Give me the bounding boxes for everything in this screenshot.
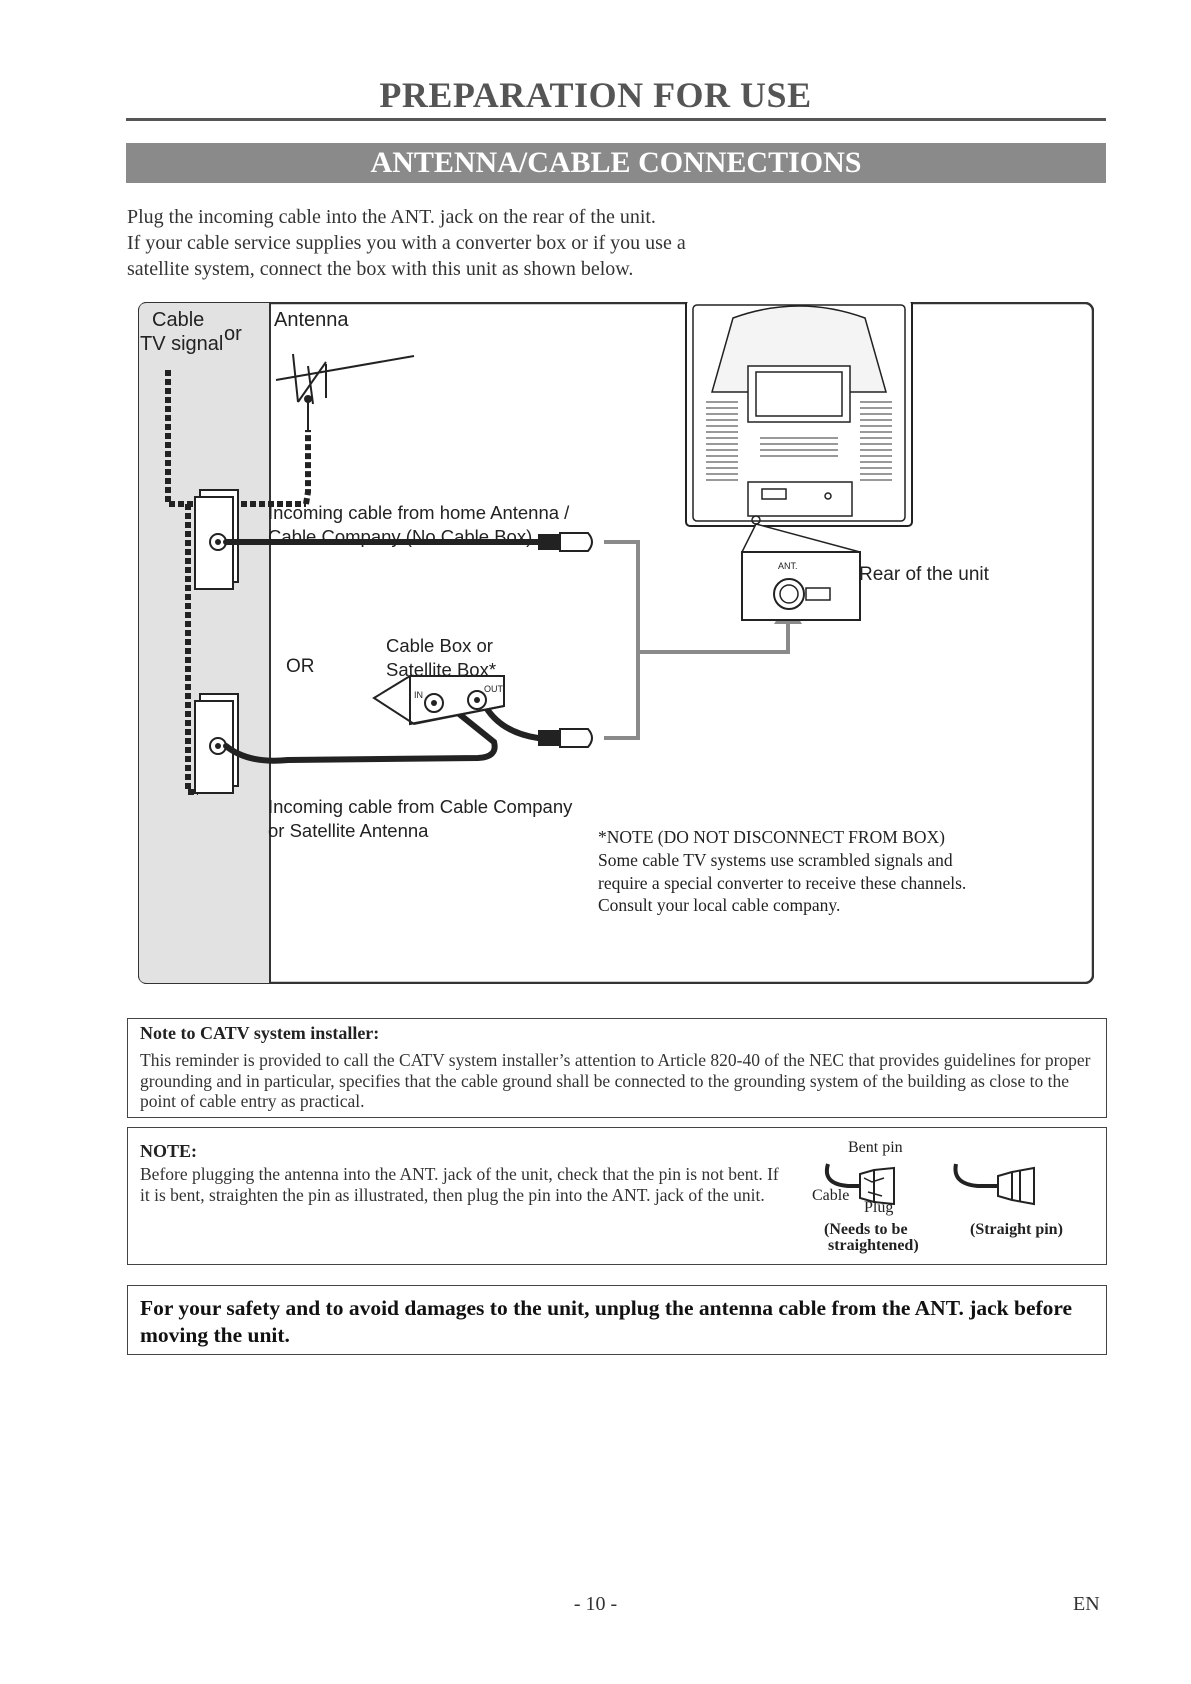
- cable-plug-top: [538, 532, 593, 552]
- page-number: - 10 -: [573, 1593, 618, 1615]
- connection-diagram: Cable TV signal or Antenna Incoming cabl…: [138, 302, 1094, 984]
- safety-warning-text: For your safety and to avoid damages to …: [140, 1296, 1073, 1347]
- scrambled-note-line: *NOTE (DO NOT DISCONNECT FROM BOX): [598, 827, 945, 847]
- cable-box-label-1: Cable Box or: [386, 635, 493, 656]
- or-small-label: or: [224, 323, 242, 345]
- intro-line: satellite system, connect the box with t…: [127, 258, 634, 280]
- tv-signal-label: TV signal: [140, 333, 223, 355]
- pin-note: NOTE: Before plugging the antenna into t…: [127, 1127, 1107, 1265]
- language-code: EN: [1073, 1593, 1100, 1615]
- scrambled-note-line: Some cable TV systems use scrambled sign…: [598, 850, 953, 870]
- intro-line: Plug the incoming cable into the ANT. ja…: [127, 206, 656, 228]
- needs-straighten-label-2: straightened): [828, 1237, 919, 1254]
- rear-of-unit-label: Rear of the unit: [859, 564, 990, 585]
- intro-line: If your cable service supplies you with …: [127, 232, 686, 254]
- cable-box-icon: [372, 675, 505, 726]
- wall-plate-bottom: [194, 693, 239, 794]
- catv-note-body: This reminder is provided to call the CA…: [140, 1050, 1091, 1111]
- pin-note-heading: NOTE:: [140, 1141, 198, 1161]
- bent-pin-label: Bent pin: [848, 1139, 903, 1156]
- cable-small-label: Cable: [812, 1187, 849, 1204]
- pin-illustration: Bent pin Cable Plug (Needs to be straigh…: [812, 1139, 1063, 1254]
- cable-box-label-2: Satellite Box*: [386, 659, 496, 680]
- page-title: PREPARATION FOR USE: [379, 75, 812, 115]
- ant-lead-lines: [604, 540, 790, 740]
- incoming-company-label-1: Incoming cable from Cable Company: [268, 796, 573, 817]
- incoming-company-label-2: or Satellite Antenna: [268, 820, 429, 841]
- scrambled-note-line: require a special converter to receive t…: [598, 873, 966, 893]
- wall-area: [139, 303, 270, 983]
- title-divider: [126, 118, 1106, 121]
- box-out-label: OUT: [484, 684, 504, 694]
- catv-note-heading: Note to CATV system installer:: [140, 1023, 380, 1043]
- or-label: OR: [286, 656, 315, 677]
- signal-dotted-lines: [165, 370, 311, 795]
- incoming-home-label-2: Cable Company (No Cable Box): [268, 526, 532, 547]
- text-labels: Cable TV signal or Antenna Incoming cabl…: [140, 309, 990, 841]
- intro-paragraph: Plug the incoming cable into the ANT. ja…: [127, 204, 827, 282]
- ant-jack-panel: [741, 551, 861, 621]
- cable-plug-bottom: [538, 728, 593, 748]
- ant-jack-label: ANT.: [778, 561, 798, 571]
- incoming-home-label-1: Incoming cable from home Antenna /: [268, 502, 570, 523]
- catv-installer-note: Note to CATV system installer: This remi…: [127, 1018, 1107, 1118]
- scrambled-note: *NOTE (DO NOT DISCONNECT FROM BOX) Some …: [598, 827, 966, 915]
- box-in-label: IN: [414, 690, 423, 700]
- pin-note-body: Before plugging the antenna into the ANT…: [140, 1164, 779, 1205]
- antenna-label: Antenna: [274, 309, 349, 331]
- safety-warning: For your safety and to avoid damages to …: [127, 1285, 1107, 1355]
- needs-straighten-label-1: (Needs to be: [824, 1221, 908, 1238]
- tv-rear-illustration: [685, 302, 913, 527]
- scrambled-note-line: Consult your local cable company.: [598, 895, 840, 915]
- section-heading: ANTENNA/CABLE CONNECTIONS: [126, 143, 1106, 183]
- plug-label: Plug: [864, 1199, 893, 1216]
- straight-pin-label: (Straight pin): [970, 1221, 1063, 1238]
- antenna-icon: [275, 353, 415, 430]
- cable-label: Cable: [152, 309, 204, 331]
